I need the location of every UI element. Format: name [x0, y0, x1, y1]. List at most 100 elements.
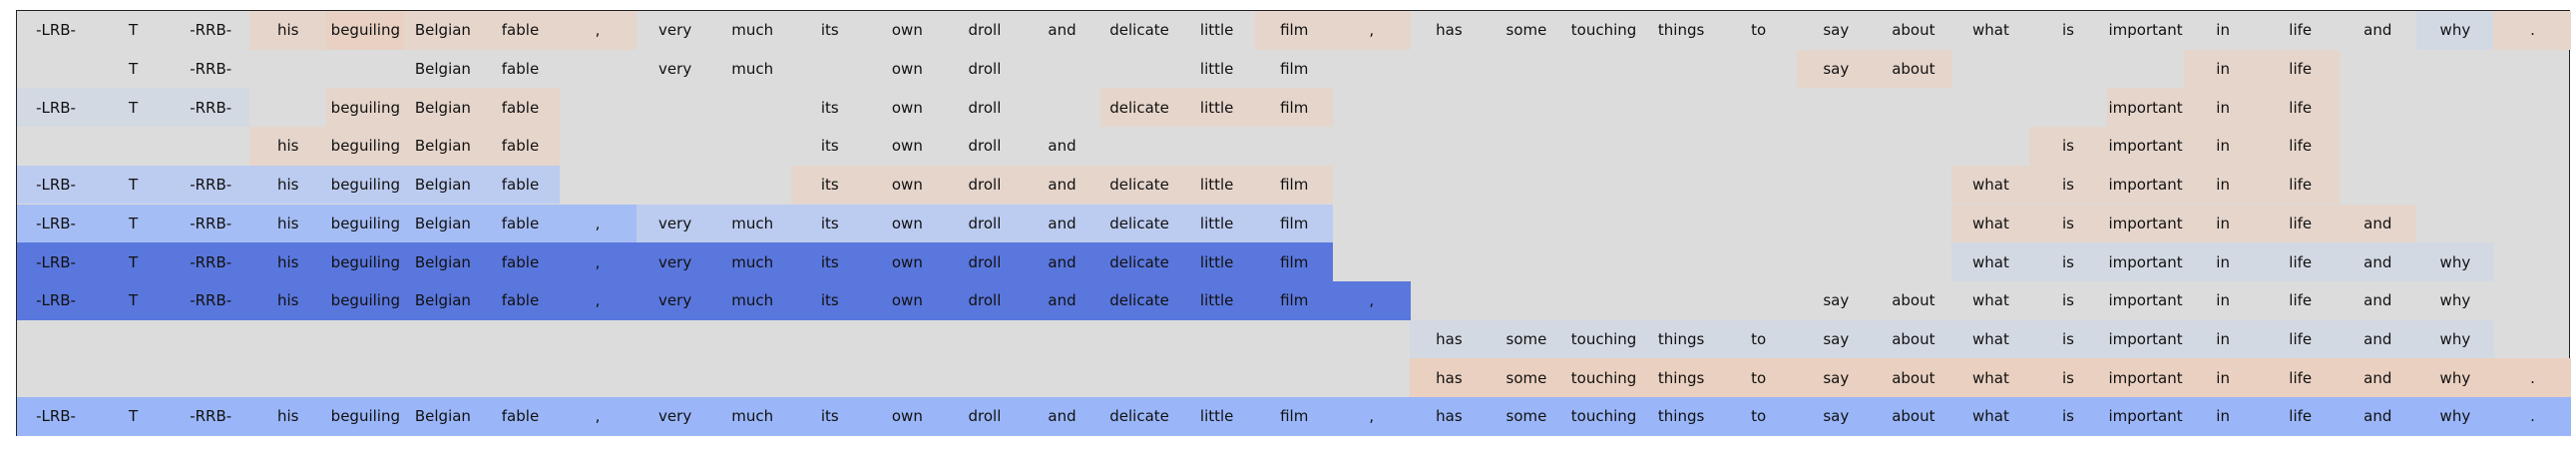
token-cell: delicate [1100, 165, 1179, 205]
token-cell: . [2493, 397, 2572, 436]
token-cell: Belgian [414, 60, 471, 79]
token-cell: -LRB- [17, 204, 96, 243]
token-cell: in [2184, 204, 2263, 243]
token-cell: some [1487, 319, 1565, 359]
token-cell: Belgian [403, 88, 482, 128]
token-cell: fable [481, 397, 560, 436]
token-cell: fable [481, 204, 560, 243]
token-cell: little [1177, 165, 1256, 205]
token-cell: T [94, 88, 173, 128]
token-cell: and [1048, 21, 1076, 40]
token-cell: its [790, 204, 869, 243]
token-cell: important [2106, 397, 2185, 436]
token-cell: its [790, 165, 869, 205]
token-cell: about [1874, 397, 1952, 436]
token-cell: very [658, 21, 692, 40]
token-cell: what [1951, 165, 2030, 205]
token-cell: what [1971, 291, 2009, 310]
token-cell: in [2216, 291, 2230, 310]
token-cell: and [2363, 291, 2392, 310]
token-cell: is [2062, 21, 2074, 40]
token-cell: droll [968, 137, 1002, 156]
token-cell: little [1177, 242, 1256, 281]
token-cell: film [1255, 204, 1334, 243]
token-cell: much [713, 204, 792, 243]
token-cell: his [248, 127, 327, 166]
token-cell: has [1436, 21, 1463, 40]
token-cell: Belgian [403, 127, 482, 166]
token-cell: droll [945, 242, 1024, 281]
token-cell: about [1874, 49, 1952, 89]
token-cell: beguiling [326, 280, 405, 320]
token-cell: little [1177, 397, 1256, 436]
token-cell: beguiling [326, 397, 405, 436]
token-cell: and [1048, 137, 1076, 156]
token-cell: his [248, 165, 327, 205]
token-cell: touching [1564, 397, 1643, 436]
token-cell: life [2261, 319, 2340, 359]
token-cell: its [790, 280, 869, 320]
token-cell: say [1823, 21, 1850, 40]
token-cell: -RRB- [172, 242, 250, 281]
token-cell: own [868, 397, 947, 436]
token-cell: in [2216, 21, 2230, 40]
token-cell: why [2415, 397, 2494, 436]
token-cell: delicate [1109, 21, 1169, 40]
token-cell: its [820, 98, 839, 117]
token-cell: say [1797, 319, 1876, 359]
token-cell: delicate [1100, 88, 1179, 128]
token-cell: own [891, 98, 923, 117]
token-cell: some [1487, 397, 1565, 436]
token-cell: much [731, 60, 774, 79]
token-cell: in [2184, 358, 2263, 397]
token-cell: droll [945, 204, 1024, 243]
token-cell: and [2363, 21, 2392, 40]
token-cell: its [820, 137, 839, 156]
token-cell: and [1023, 397, 1101, 436]
token-cell: say [1797, 397, 1876, 436]
token-cell: some [1487, 358, 1565, 397]
token-cell: in [2184, 397, 2263, 436]
token-cell: very [636, 397, 714, 436]
token-cell: his [248, 242, 327, 281]
token-cell: has [1410, 319, 1489, 359]
token-cell: -RRB- [190, 60, 232, 79]
token-cell: in [2184, 319, 2263, 359]
token-cell: fable [481, 165, 560, 205]
token-cell: important [2106, 358, 2185, 397]
token-cell: important [2106, 242, 2185, 281]
token-cell: things [1642, 358, 1721, 397]
token-cell: beguiling [326, 165, 405, 205]
token-cell: life [2261, 49, 2340, 89]
token-cell: own [891, 21, 923, 40]
token-cell: T [94, 242, 173, 281]
token-cell: its [820, 21, 839, 40]
token-cell: is [2028, 165, 2108, 205]
token-cell: important [2106, 319, 2185, 359]
token-cell: little [1177, 280, 1256, 320]
token-cell: why [2439, 291, 2471, 310]
token-cell: and [2339, 319, 2417, 359]
token-cell: important [2106, 88, 2185, 128]
token-cell: some [1505, 21, 1547, 40]
token-cell: own [891, 60, 923, 79]
token-cell: T [129, 21, 139, 40]
token-cell: what [1951, 204, 2030, 243]
token-cell: what [1951, 319, 2030, 359]
token-cell: beguiling [326, 11, 405, 50]
token-cell: say [1823, 291, 1850, 310]
token-cell: and [2339, 358, 2417, 397]
token-cell: T [94, 204, 173, 243]
token-cell: important [2108, 21, 2183, 40]
token-cell: has [1410, 397, 1489, 436]
token-cell: T [94, 397, 173, 436]
token-cell: droll [968, 60, 1002, 79]
token-cell: important [2106, 165, 2185, 205]
token-cell: and [1023, 242, 1101, 281]
token-cell: delicate [1100, 204, 1179, 243]
token-cell: , [559, 11, 638, 50]
